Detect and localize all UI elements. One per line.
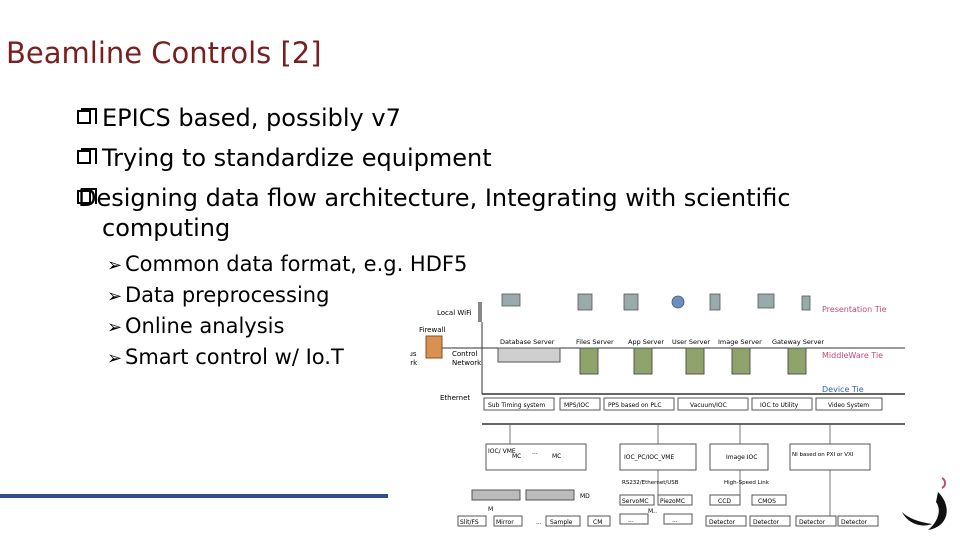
- link-label: RS232/Ethernet/USB: [622, 480, 679, 486]
- bottom-row: Slit/FS Mirror ... Sample CM ... ... Det…: [457, 513, 879, 527]
- server-label: App Server: [628, 338, 664, 346]
- left-label: Control: [452, 350, 477, 358]
- server-row: Database Server Files Server App Server …: [497, 338, 824, 375]
- device-label: MPS/IOC: [564, 402, 589, 409]
- device-label: Sub Timing system: [488, 402, 545, 409]
- arrow-bullet-icon: ➢: [107, 286, 123, 307]
- server-label: User Server: [672, 338, 711, 346]
- controller-label: M..: [648, 508, 657, 515]
- server-label: Gateway Server: [772, 338, 824, 346]
- architecture-diagram: Presentation Tie Local WiFi Firewall Cam…: [410, 293, 905, 527]
- bottom-label: ...: [628, 517, 634, 524]
- ioc-row: IOC/ VME MC ... MC IOC_PC/IOC_VME Image …: [485, 443, 871, 471]
- firewall-icon: [425, 335, 443, 359]
- bullet-list: EPICS based, possibly v7 Trying to stand…: [76, 103, 906, 253]
- device-label: Vacuum/IOC: [690, 402, 727, 409]
- ioc-label: IOC_PC/IOC_VME: [624, 454, 674, 461]
- left-label: Network: [452, 359, 482, 367]
- connector-lines: [509, 424, 831, 516]
- server-label: Image Server: [718, 338, 762, 346]
- sub-bullet-text: Smart control w/ Io.T: [125, 345, 344, 369]
- device-label: Video System: [828, 402, 869, 409]
- controller-label: M: [488, 506, 493, 513]
- arrow-bullet-icon: ➢: [107, 348, 123, 369]
- controller-label: ServoMC: [622, 498, 649, 505]
- bottom-label: Detector: [799, 519, 826, 526]
- link-label: High-Speed Link: [724, 480, 770, 486]
- sub-bullet-item: ➢Smart control w/ Io.T: [107, 345, 344, 369]
- ioc-label: MC: [552, 453, 561, 460]
- ioc-label: NI based on PXI or VXI: [792, 452, 854, 458]
- sub-bullet-item: ➢Common data format, e.g. HDF5: [107, 252, 467, 276]
- tier-label: Device Tie: [822, 385, 864, 394]
- ioc-label: MC: [512, 453, 521, 460]
- bottom-label: Detector: [841, 519, 868, 526]
- controller-label: CMOS: [758, 498, 776, 505]
- device-row: Sub Timing system MPS/IOC PPS based on P…: [483, 397, 883, 411]
- controller-label: PiezoMC: [660, 498, 685, 505]
- left-label: Campus: [410, 350, 417, 358]
- bottom-label: Mirror: [496, 519, 514, 526]
- bottom-label: Detector: [709, 519, 736, 526]
- left-label: Local WiFi: [437, 309, 472, 317]
- server-label: Files Server: [576, 338, 614, 346]
- device-label: PPS based on PLC: [608, 402, 662, 409]
- arrow-bullet-icon: ➢: [107, 255, 123, 276]
- left-label: Network: [410, 359, 418, 367]
- ioc-label: IOC/ VME: [488, 448, 516, 455]
- bullet-text: Designing data flow architecture, Integr…: [78, 184, 791, 242]
- left-label: Firewall: [419, 326, 445, 334]
- slide-title: Beamline Controls [2]: [6, 36, 322, 70]
- client-devices: [501, 293, 811, 311]
- sub-bullet-text: Online analysis: [125, 314, 285, 338]
- sub-bullet-text: Data preprocessing: [125, 283, 330, 307]
- tier-label: Presentation Tie: [822, 305, 887, 314]
- sub-bullet-item: ➢Online analysis: [107, 314, 284, 338]
- bottom-label: ...: [536, 519, 542, 526]
- controller-label: MD: [580, 493, 590, 500]
- bottom-label: CM: [593, 519, 602, 526]
- arrow-bullet-icon: ➢: [107, 317, 123, 338]
- tier-label: MiddleWare Tie: [822, 351, 883, 360]
- bullet-text: EPICS based, possibly v7: [102, 104, 401, 132]
- device-label: IOC to Utility: [760, 402, 799, 409]
- checkbox-bullet-icon: [77, 148, 97, 164]
- bottom-label: Slit/FS: [460, 519, 479, 526]
- bullet-item: Trying to standardize equipment: [76, 143, 906, 173]
- bullet-item: Designing data flow architecture, Integr…: [64, 183, 906, 243]
- left-label: Ethernet: [440, 394, 470, 402]
- checkbox-bullet-icon: [77, 108, 97, 124]
- controller-row: MD ServoMC PiezoMC CCD CMOS M M..: [471, 489, 787, 515]
- bottom-label: ...: [672, 517, 678, 524]
- ioc-label: Image IOC: [726, 454, 757, 461]
- footer-rule: [0, 494, 388, 498]
- checkbox-bullet-icon: [77, 188, 97, 204]
- bullet-text: Trying to standardize equipment: [102, 144, 492, 172]
- bottom-label: Sample: [550, 519, 573, 526]
- sub-bullet-item: ➢Data preprocessing: [107, 283, 329, 307]
- controller-label: CCD: [718, 498, 731, 505]
- bullet-item: EPICS based, possibly v7: [76, 103, 906, 133]
- bottom-label: Detector: [753, 519, 780, 526]
- server-label: Database Server: [500, 338, 555, 346]
- wifi-icon: [478, 302, 482, 322]
- ioc-label: ...: [532, 449, 538, 456]
- sub-bullet-text: Common data format, e.g. HDF5: [125, 252, 468, 276]
- institute-logo: [902, 477, 947, 530]
